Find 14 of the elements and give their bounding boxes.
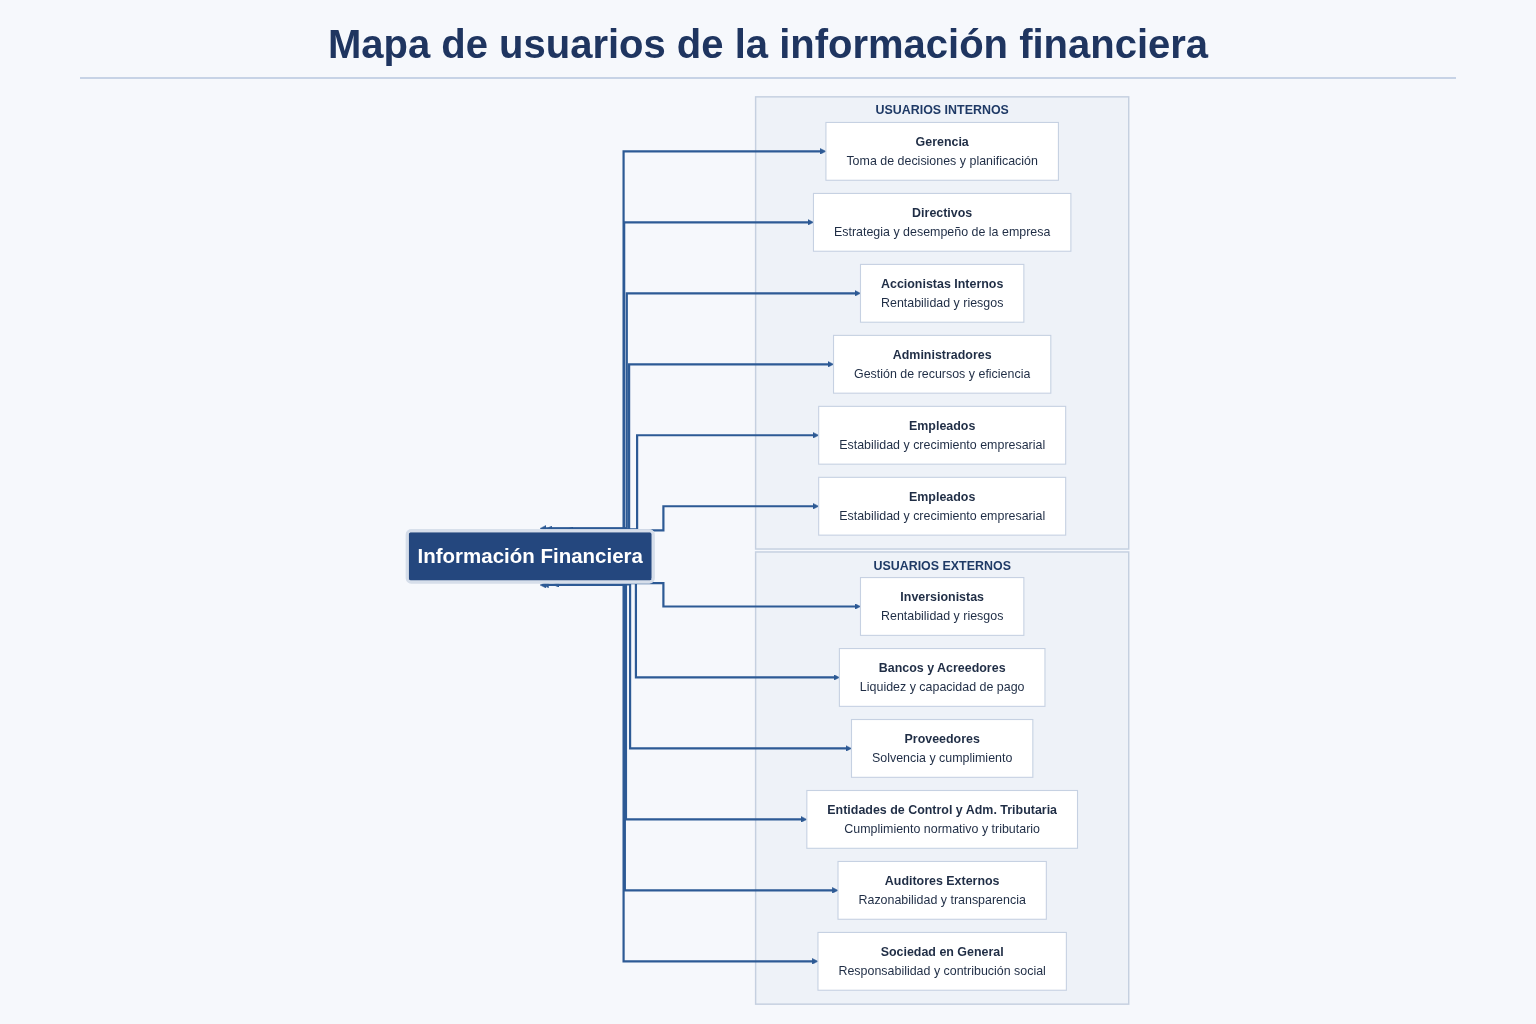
node-box: Accionistas Internos Rentabilidad y riesgos xyxy=(859,263,1025,323)
node-box: Administradores Gestión de recursos y eficiencia xyxy=(833,334,1052,394)
node-box: Entidades de Control y Adm. Tributaria Cumplimiento normativo y tributario xyxy=(806,789,1079,849)
node-box: Bancos y Acreedores Liquidez y capacidad de pago xyxy=(838,648,1046,707)
node-box: Gerencia Toma de decisiones y planificación xyxy=(825,121,1059,181)
node-box: Empleados Estabilidad y crecimiento empresarial xyxy=(818,405,1067,465)
arrow xyxy=(546,290,861,532)
node-box: Inversionistas Rentabilidad y riesgos xyxy=(859,577,1025,636)
diagram-title: Mapa de usuarios de la información financiera xyxy=(327,22,1209,67)
node-box: Proveedores Solvencia y cumplimiento xyxy=(850,718,1034,778)
node-box: Sociedad en General Responsabilidad y contribución social xyxy=(817,931,1067,991)
node-box: Directivos Estrategia y desempeño de la empresa xyxy=(812,192,1072,252)
node-box: Auditores Externos Razonabilidad y transparencia xyxy=(837,860,1047,920)
node-box: Empleados Estabilidad y crecimiento empresarial xyxy=(818,476,1067,536)
